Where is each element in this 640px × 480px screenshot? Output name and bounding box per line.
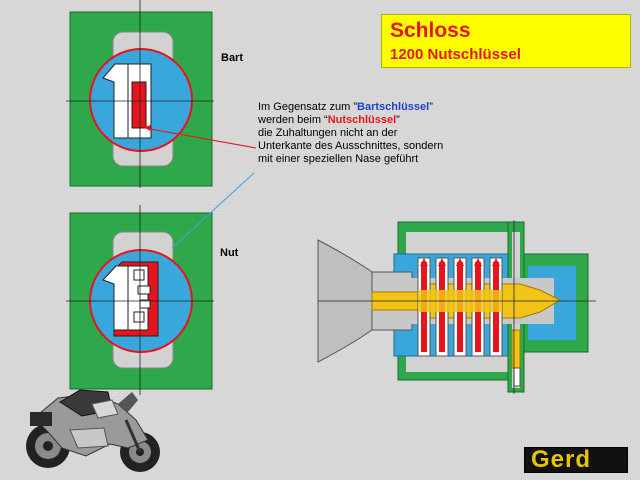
description-line-4: Unterkante des Ausschnittes, sondern	[258, 140, 444, 152]
gerd-logo: Gerd	[524, 446, 628, 473]
description-line-5: mit einer speziellen Nase geführt	[258, 153, 419, 165]
bart-lock-section	[66, 0, 214, 188]
description-line-3: die Zuhaltungen nicht an der	[258, 127, 398, 139]
keyword-nutschluessel: Nutschlüssel	[327, 114, 397, 126]
pointer-arrow-red	[144, 125, 151, 131]
pointer-line-red	[144, 127, 257, 149]
page-title: Schloss	[390, 19, 471, 42]
title-box: Schloss 1200 Nutschlüssel	[381, 14, 631, 68]
description-text: Im Gegensatz zum ”Bartschlüssel” werden …	[258, 101, 493, 166]
label-nut: Nut	[220, 247, 239, 259]
lock-side-view	[317, 220, 596, 394]
label-bart: Bart	[221, 52, 244, 64]
keyword-bartschluessel: Bartschlüssel	[357, 101, 430, 113]
nut-lock-section	[66, 205, 214, 395]
description-line-2: werden beim “Nutschlüssel”	[258, 114, 400, 126]
logo-text: Gerd	[531, 446, 592, 473]
pointer-line-blue	[171, 172, 255, 249]
page-subtitle: 1200 Nutschlüssel	[390, 46, 521, 63]
description-line-1: Im Gegensatz zum ”Bartschlüssel”	[258, 101, 433, 113]
motorcycle-image	[26, 389, 160, 472]
